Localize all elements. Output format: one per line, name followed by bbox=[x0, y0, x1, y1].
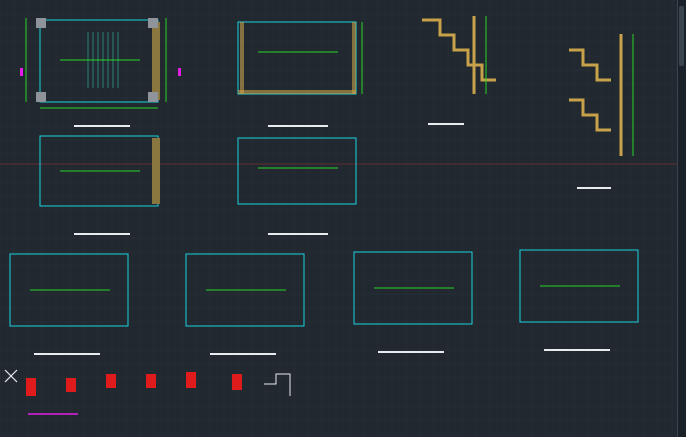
section-mark bbox=[20, 68, 23, 76]
wall-bottom bbox=[238, 90, 356, 94]
detail-6 bbox=[232, 374, 242, 390]
plan-outline bbox=[39, 19, 159, 103]
stair-profile bbox=[569, 48, 611, 82]
stair-section-2[interactable] bbox=[569, 34, 634, 189]
stair-plan-6[interactable] bbox=[185, 253, 305, 355]
detail-4 bbox=[146, 374, 156, 388]
stair-plan-4[interactable] bbox=[237, 137, 357, 235]
column-tr bbox=[148, 18, 158, 28]
detail-3 bbox=[106, 374, 116, 388]
stair-plan-8[interactable] bbox=[519, 249, 639, 351]
wall-right bbox=[152, 22, 160, 100]
column-bl bbox=[36, 92, 46, 102]
column-tl bbox=[36, 18, 46, 28]
detail-2 bbox=[66, 378, 76, 392]
vertical-scrollbar[interactable] bbox=[677, 0, 686, 437]
stair-plan-2[interactable] bbox=[237, 21, 363, 127]
plan-outline bbox=[9, 253, 129, 327]
plan-outline bbox=[519, 249, 639, 323]
wall-left bbox=[240, 22, 244, 94]
plan-outline bbox=[237, 137, 357, 205]
wall-right bbox=[352, 22, 356, 94]
plan-outline bbox=[237, 21, 357, 95]
wall-right bbox=[152, 138, 160, 204]
column-details bbox=[4, 369, 291, 415]
scroll-thumb[interactable] bbox=[679, 6, 684, 66]
stair-section-1[interactable] bbox=[422, 16, 496, 125]
stair-plan-1[interactable] bbox=[20, 18, 181, 127]
detail-5 bbox=[186, 372, 196, 388]
detail-1 bbox=[26, 378, 36, 396]
stair-plan-7[interactable] bbox=[353, 251, 473, 353]
stair-profile bbox=[569, 98, 611, 132]
detail-7 bbox=[264, 373, 291, 396]
section-mark bbox=[178, 68, 181, 76]
column-br bbox=[148, 92, 158, 102]
ucs-x-icon bbox=[4, 369, 18, 383]
stair-plan-3[interactable] bbox=[39, 135, 160, 235]
stair-profile bbox=[422, 18, 496, 82]
plan-outline bbox=[185, 253, 305, 327]
plan-outline bbox=[353, 251, 473, 325]
stair-plan-5[interactable] bbox=[9, 253, 129, 355]
